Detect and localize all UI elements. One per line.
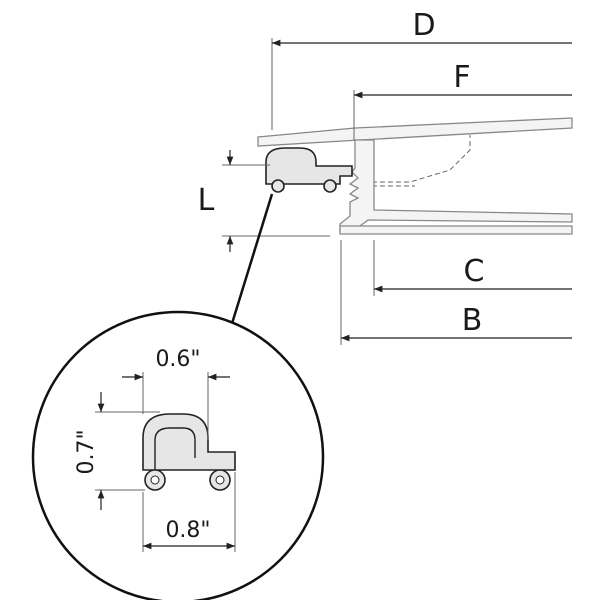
dimension-d: D [271, 8, 572, 130]
frame-body [339, 139, 573, 233]
dimension-c: C [373, 240, 572, 296]
label-f: F [453, 60, 470, 95]
label-l: L [198, 183, 215, 218]
label-height: 0.7" [74, 429, 99, 474]
label-width-bottom: 0.8" [165, 518, 210, 543]
dimension-height: 0.7" [74, 392, 160, 510]
dimension-width-top: 0.6" [122, 347, 230, 440]
hidden-edge-dashed [372, 135, 471, 183]
label-c: C [464, 254, 485, 289]
gasket-profile-large [142, 413, 236, 491]
label-width-top: 0.6" [155, 347, 200, 372]
bottom-plate [339, 225, 573, 235]
detail-leader-line [228, 193, 274, 331]
label-d: D [412, 8, 435, 43]
lid-outline [257, 117, 573, 147]
dimension-b: B [340, 240, 572, 345]
dimension-f: F [353, 60, 572, 140]
label-b: B [462, 303, 483, 338]
detail-view: 0.6" 0.7" 0.8" [31, 310, 325, 600]
dimension-l: L [198, 150, 330, 252]
dimension-width-bottom: 0.8" [142, 472, 236, 552]
cross-section-view [257, 117, 573, 235]
gasket-profile-small [265, 147, 353, 193]
